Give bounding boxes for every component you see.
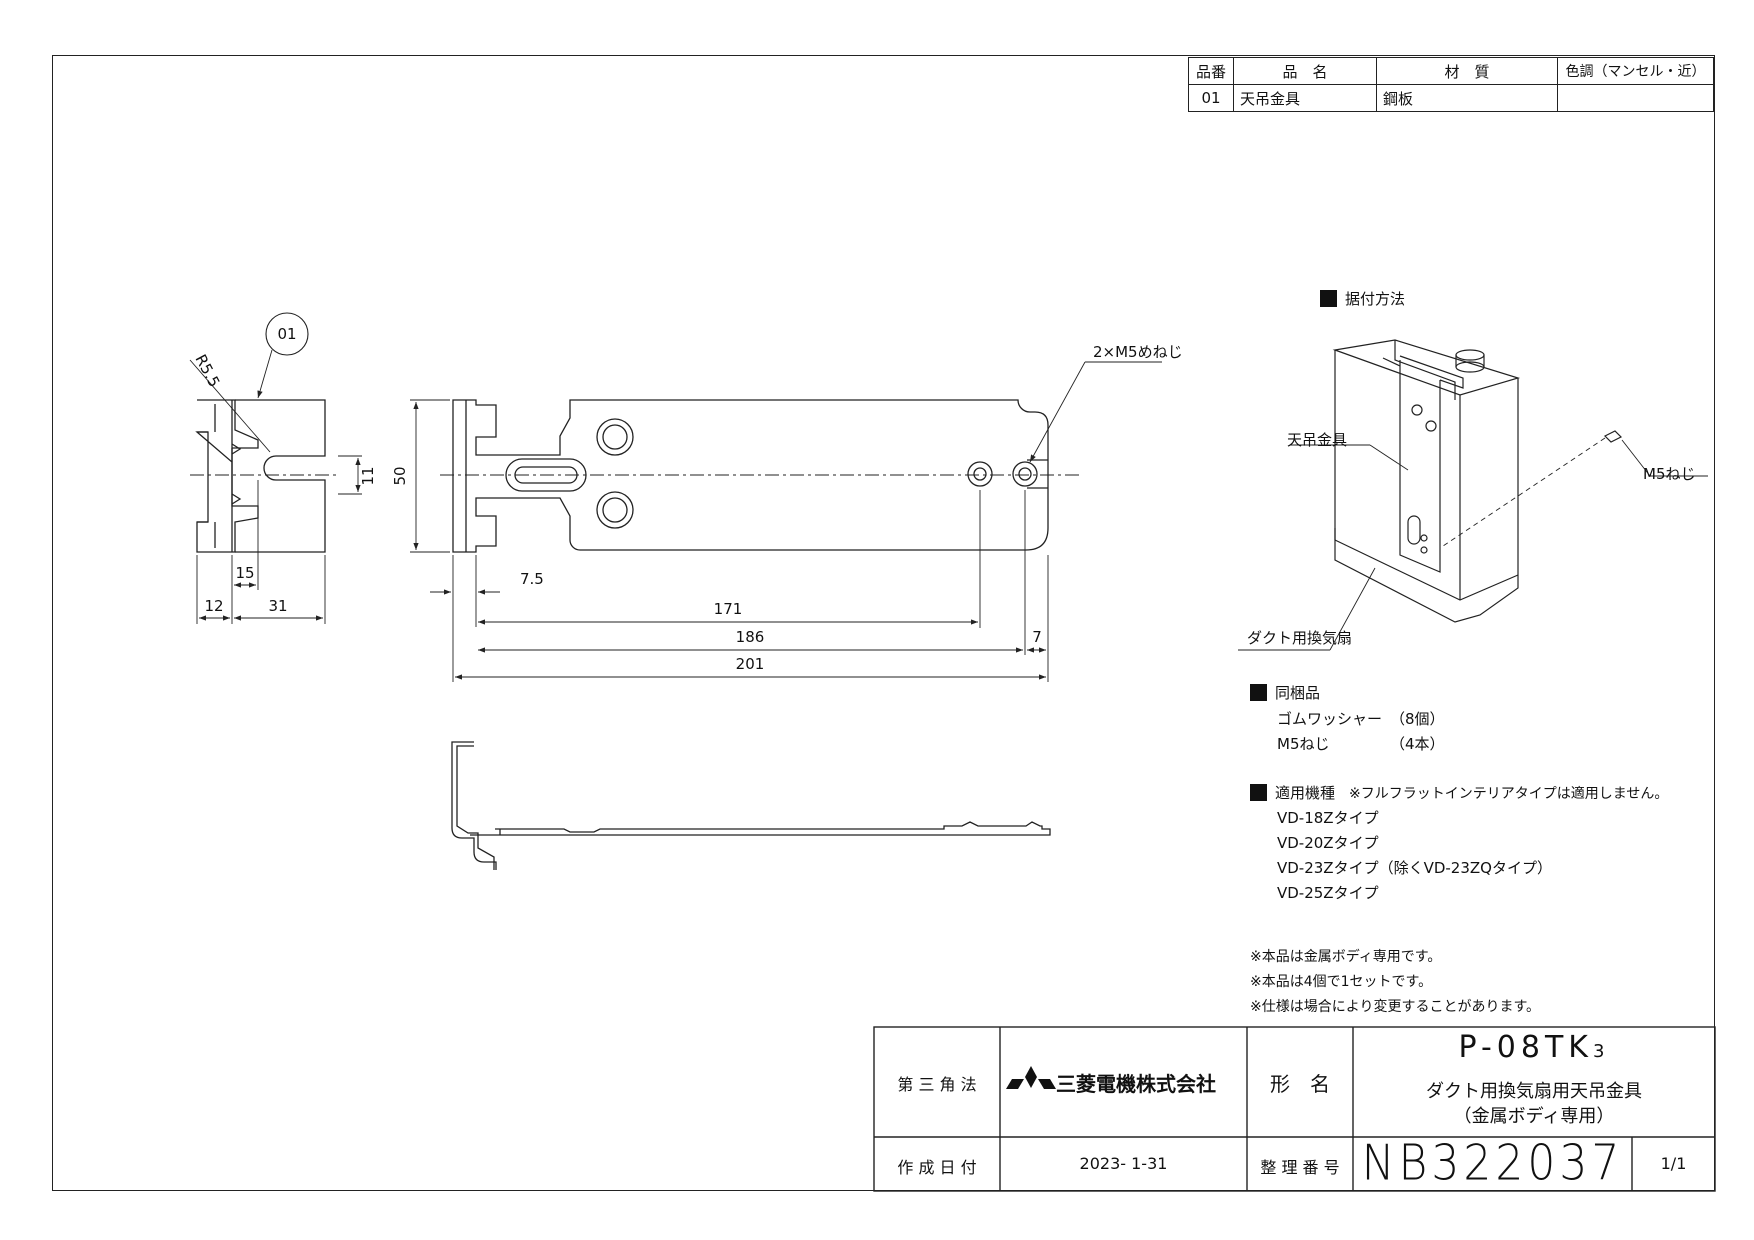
models-heading-text: 適用機種 — [1275, 784, 1336, 802]
install-heading: 据付方法 — [1320, 288, 1405, 309]
dim-slot-width: 11 — [359, 466, 377, 485]
dimension-lines — [189, 312, 1162, 682]
date-label: 作 成 日 付 — [897, 1158, 977, 1177]
install-heading-text: 据付方法 — [1345, 290, 1406, 308]
drawing-number: NB322037 — [1361, 1134, 1624, 1193]
label-bracket: 天吊金具 — [1287, 431, 1348, 449]
contents-heading: 同梱品 — [1250, 682, 1320, 703]
projection-label: 第 三 角 法 — [897, 1075, 977, 1094]
contents-item-2: M5ねじ — [1277, 735, 1330, 753]
models-note: ※フルフラットインテリアタイプは適用しません。 — [1349, 786, 1669, 802]
model-item-2: VD-20Zタイプ — [1277, 834, 1379, 852]
contents-qty-1: （8個） — [1390, 710, 1445, 728]
dim-15: 15 — [235, 564, 254, 582]
profile-view — [451, 741, 1051, 870]
header-part-name: 品 名 — [1233, 57, 1377, 85]
models-heading: 適用機種 ※フルフラットインテリアタイプは適用しません。 — [1250, 782, 1668, 803]
contents-qty-2: （4本） — [1390, 735, 1445, 753]
model-sub: 3 — [1592, 1041, 1610, 1062]
note-2: ※本品は4個で1セットです。 — [1250, 974, 1433, 990]
number-label: 整 理 番 号 — [1260, 1158, 1340, 1177]
side-view — [195, 399, 326, 553]
front-view — [452, 399, 1049, 553]
row-color — [1557, 84, 1714, 112]
product-line-1: ダクト用換気扇用天吊金具 — [1426, 1081, 1642, 1102]
thread-label: 2×M5めねじ — [1093, 343, 1183, 361]
title-block-grid — [873, 1026, 1716, 1192]
contents-item-1: ゴムワッシャー — [1277, 710, 1383, 728]
model-item-4: VD-25Zタイプ — [1277, 884, 1379, 902]
dim-171: 171 — [714, 600, 743, 618]
table-row: 01 天吊金具 鋼板 — [1188, 84, 1714, 112]
sheet-number: 1/1 — [1660, 1154, 1687, 1173]
row-part-name: 天吊金具 — [1233, 84, 1377, 112]
square-bullet-icon — [1250, 684, 1267, 701]
row-part-no: 01 — [1188, 84, 1234, 112]
dim-186: 186 — [736, 628, 765, 646]
radius-label: R5.5 — [191, 351, 223, 390]
model-number: P-08TK3 — [1353, 1030, 1715, 1065]
model-item-3: VD-23Zタイプ（除くVD-23ZQタイプ） — [1277, 859, 1552, 877]
dim-31: 31 — [268, 597, 287, 615]
square-bullet-icon — [1250, 784, 1267, 801]
installation-sketch — [1238, 339, 1708, 651]
dim-7-5: 7.5 — [520, 570, 544, 588]
date-value: 2023- 1-31 — [1079, 1154, 1168, 1173]
dim-7: 7 — [1032, 628, 1042, 646]
label-fan: ダクト用換気扇 — [1247, 629, 1353, 647]
product-line-2: （金属ボディ専用） — [1453, 1106, 1615, 1127]
model-label: 形 名 — [1270, 1072, 1330, 1096]
model-item-1: VD-18Zタイプ — [1277, 809, 1379, 827]
square-bullet-icon — [1320, 290, 1337, 307]
note-1: ※本品は金属ボディ専用です。 — [1250, 949, 1442, 965]
balloon-label: 01 — [277, 325, 296, 343]
contents-heading-text: 同梱品 — [1275, 684, 1321, 702]
parts-table-header: 品番 品 名 材 質 色調（マンセル・近） — [1188, 57, 1714, 85]
label-screw: M5ねじ — [1643, 465, 1696, 483]
parts-table: 品番 品 名 材 質 色調（マンセル・近） 01 天吊金具 鋼板 — [1188, 57, 1714, 112]
company-logo — [1006, 1066, 1056, 1089]
company-name: 三菱電機株式会社 — [1056, 1072, 1216, 1096]
note-3: ※仕様は場合により変更することがあります。 — [1250, 999, 1541, 1015]
dim-height: 50 — [391, 466, 409, 485]
dim-12: 12 — [204, 597, 223, 615]
dim-201: 201 — [736, 655, 765, 673]
model-main: P-08TK — [1458, 1030, 1593, 1065]
